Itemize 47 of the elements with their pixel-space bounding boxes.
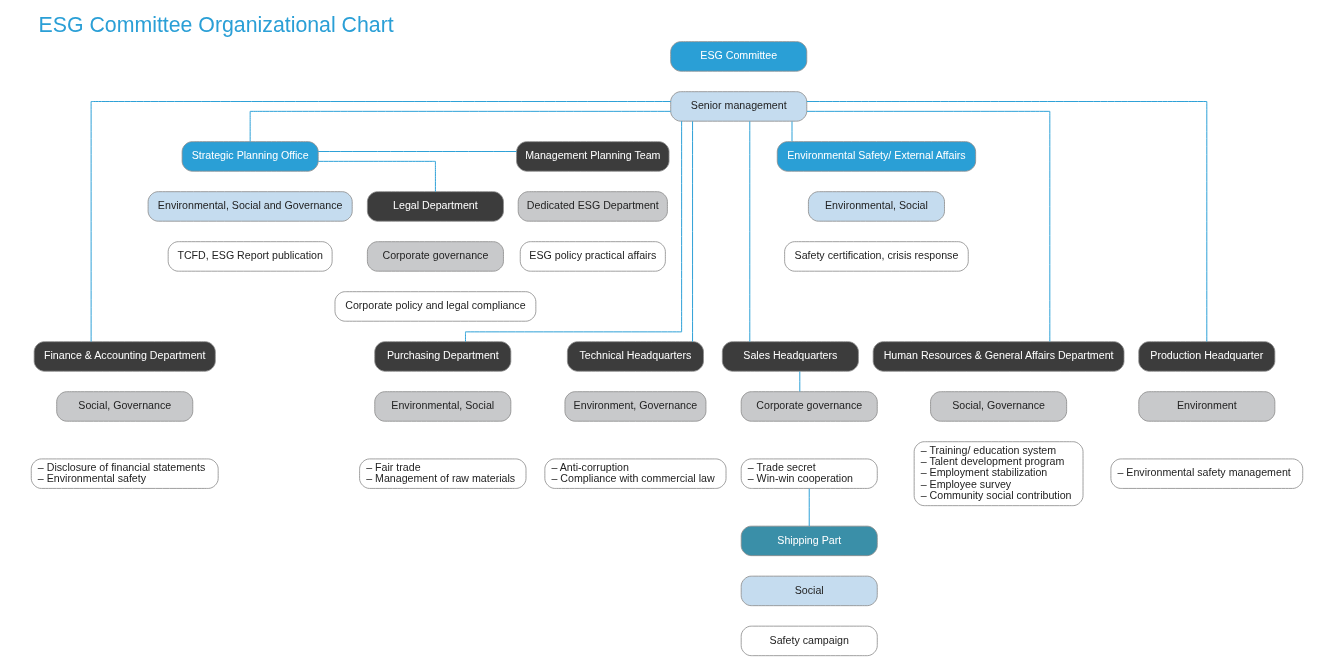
node-box: Corporate policy and legal compliance	[334, 291, 536, 322]
node-box: Corporate governance	[740, 391, 878, 422]
node-box: ESG Committee	[669, 41, 807, 72]
node-box: Social, Governance	[55, 391, 193, 422]
node-box: Sales Headquarters	[721, 341, 859, 372]
node-box: Finance & Accounting Department	[33, 341, 216, 372]
node-box: Safety campaign	[740, 625, 878, 657]
connector	[691, 120, 693, 343]
connector	[317, 151, 517, 152]
node-box: Human Resources & General Affairs Department	[872, 341, 1124, 372]
node-box: Environment, Governance	[564, 391, 706, 422]
node-box: Senior management	[669, 91, 807, 122]
node-box: Social	[740, 575, 878, 607]
node-box: Dedicated ESG Department	[517, 191, 668, 222]
node-box: Corporate governance	[366, 241, 504, 272]
node-box: – Training/ education system – Talent development program – Employment stabilization – Employee survey – Community social contribution	[913, 441, 1083, 507]
node-box: Technical Headquarters	[566, 341, 704, 372]
node-box: Management Planning Team	[515, 141, 669, 172]
node-box: Environmental Safety/ External Affairs	[776, 141, 976, 172]
connector	[791, 120, 792, 142]
node-box: Environmental, Social and Governance	[147, 191, 353, 222]
node-box: Environmental, Social	[807, 191, 945, 222]
node-box: TCFD, ESG Report publication	[167, 241, 333, 272]
node-box: – Trade secret – Win-win cooperation	[740, 458, 878, 489]
node-box: Strategic Planning Office	[181, 141, 319, 172]
connector	[249, 110, 671, 143]
node-box: Environment	[1137, 391, 1275, 422]
node-box: – Fair trade – Management of raw materials	[358, 458, 526, 489]
node-box: Production Headquarter	[1137, 341, 1275, 372]
connector	[464, 120, 682, 343]
connector	[806, 110, 1050, 342]
node-box: Safety certification, crisis response	[783, 241, 969, 272]
node-box: – Anti-corruption – Compliance with commercial law	[543, 458, 726, 489]
connector	[748, 120, 750, 343]
connector	[805, 101, 1207, 343]
connector	[798, 370, 800, 392]
node-box: Social, Governance	[929, 391, 1067, 422]
connector	[317, 160, 436, 193]
node-box: – Environmental safety management	[1110, 458, 1303, 489]
node-box: Legal Department	[366, 191, 504, 222]
node-box: Environmental, Social	[373, 391, 511, 422]
node-box: Purchasing Department	[373, 341, 511, 372]
connector	[808, 488, 810, 527]
diagram-title: ESG Committee Organizational Chart	[38, 12, 394, 37]
node-box: Shipping Part	[740, 525, 878, 557]
node-box: ESG policy practical affairs	[519, 241, 666, 272]
node-box: – Disclosure of financial statements – Environmental safety	[30, 458, 219, 489]
